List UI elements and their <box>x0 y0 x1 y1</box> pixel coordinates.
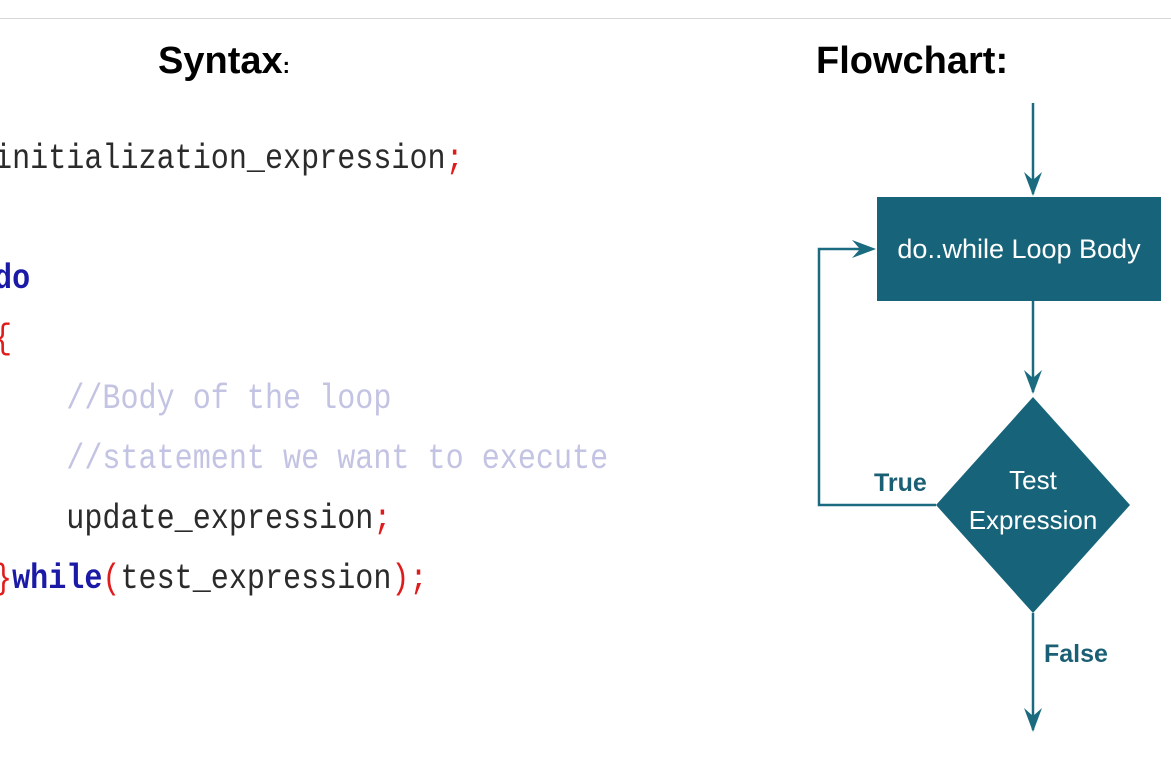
loop-body-box <box>877 197 1161 301</box>
code-line-comment-2: //statement we want to execute <box>0 442 608 477</box>
code-line-update: update_expression; <box>0 502 391 537</box>
code-line-init: initialization_expression; <box>0 142 464 177</box>
comment-body-text: //Body of the loop <box>66 379 392 419</box>
while-keyword: while <box>12 559 103 599</box>
do-keyword: do <box>0 259 31 299</box>
close-brace: } <box>0 559 12 599</box>
syntax-heading-colon: : <box>282 53 290 78</box>
true-label: True <box>874 469 927 497</box>
test-expression: test_expression <box>120 559 392 599</box>
update-expression: update_expression <box>66 499 374 539</box>
syntax-heading: Syntax: <box>158 42 290 80</box>
syntax-heading-text: Syntax <box>158 40 283 82</box>
code-line-while: }while(test_expression); <box>0 562 428 597</box>
comment-statement-text: //statement we want to execute <box>66 439 609 479</box>
open-paren: ( <box>102 559 121 599</box>
decision-line-2: Expression <box>969 505 1098 535</box>
top-divider <box>0 18 1171 19</box>
true-loop-line <box>817 247 936 507</box>
body-to-decision-arrowhead <box>1024 370 1042 394</box>
code-line-open-brace: { <box>0 322 12 357</box>
open-brace: { <box>0 319 12 359</box>
false-label: False <box>1044 640 1108 668</box>
init-expression: initialization_expression <box>0 139 446 179</box>
decision-line-1: Test <box>1009 465 1057 495</box>
loop-body-label: do..while Loop Body <box>897 234 1141 264</box>
entry-arrowhead <box>1024 172 1042 196</box>
true-loop-arrowhead <box>852 240 876 258</box>
code-line-comment-1: //Body of the loop <box>0 382 391 417</box>
code-line-do: do <box>0 262 30 297</box>
semicolon: ; <box>445 139 464 179</box>
decision-diamond <box>936 397 1130 613</box>
close-paren: ) <box>391 559 410 599</box>
semicolon: ; <box>409 559 428 599</box>
false-exit-arrowhead <box>1024 708 1042 732</box>
flowchart-heading: Flowchart: <box>816 40 1009 82</box>
semicolon: ; <box>373 499 392 539</box>
